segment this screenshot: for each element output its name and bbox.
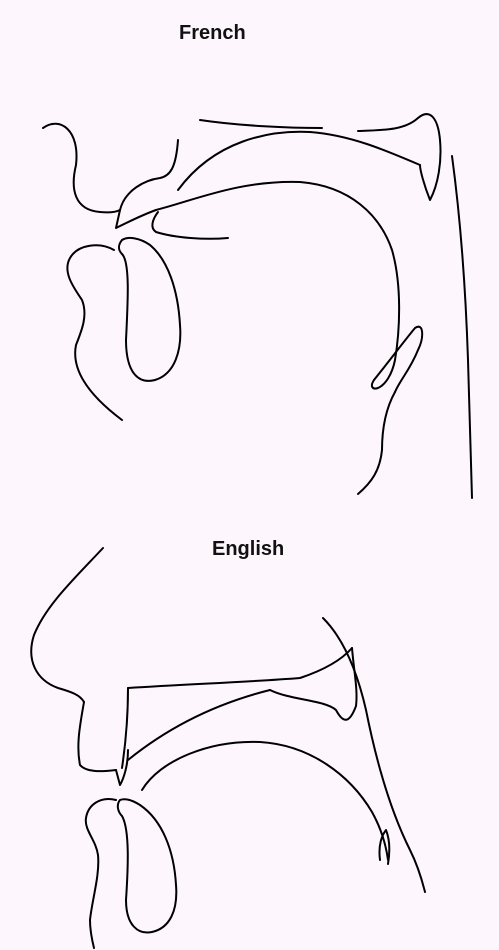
- french-larynx-front: [358, 392, 395, 494]
- english-upper-lip: [78, 702, 116, 771]
- french-vocal-tract: [43, 114, 472, 498]
- english-epiglottis: [379, 830, 389, 864]
- french-tongue-surface: [156, 182, 399, 389]
- english-vocal-tract: [31, 548, 425, 948]
- english-lower-teeth: [118, 799, 176, 932]
- french-lower-teeth: [119, 238, 180, 381]
- french-palate-top: [200, 120, 322, 128]
- english-hard-palate: [128, 648, 352, 688]
- french-upper-lip: [120, 140, 178, 210]
- french-lower-lip: [67, 245, 122, 420]
- english-lower-lip: [86, 799, 116, 948]
- english-velum: [270, 648, 357, 720]
- french-tongue-tip: [152, 212, 228, 239]
- french-pharynx-wall: [452, 156, 472, 498]
- english-nose: [31, 548, 103, 702]
- english-tongue-surface: [142, 742, 388, 860]
- french-upper-teeth: [116, 210, 156, 228]
- french-nose: [43, 124, 120, 213]
